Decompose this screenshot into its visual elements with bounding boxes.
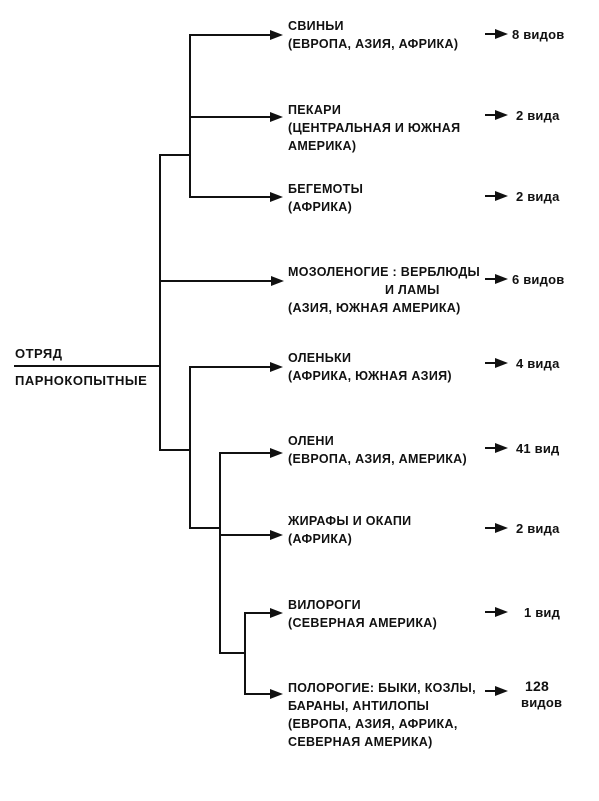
group-camels-line2: И ЛАМЫ [385,283,440,297]
group-hippos-count: 2 вида [516,189,560,204]
group-hippos-line2: (АФРИКА) [288,200,353,214]
count-arrow-hippos [485,191,508,201]
count-arrow-chevrotains [485,358,508,368]
group-bovids-line4: СЕВЕРНАЯ АМЕРИКА) [288,735,433,749]
group-chevrotains-line1: ОЛЕНЬКИ [288,351,352,365]
leaf-arrow-bovids [245,689,283,699]
leaf-arrow-peccaries-head [270,112,283,122]
count-arrow-camels-head [495,274,508,284]
leaf-arrow-chevrotains [190,362,283,372]
leaf-arrow-deer [220,448,283,458]
count-arrow-giraffes-head [495,523,508,533]
leaf-arrow-camels-head [271,276,284,286]
leaf-arrow-hippos-head [270,192,283,202]
count-arrow-deer-head [495,443,508,453]
group-giraffes-count: 2 вида [516,521,560,536]
group-pigs-line2: (ЕВРОПА, АЗИЯ, АФРИКА) [288,37,459,51]
count-arrow-bovids-head [495,686,508,696]
leaf-arrow-pigs [190,30,283,40]
group-pronghorns-count: 1 вид [524,605,561,620]
group-giraffes-line2: (АФРИКА) [288,532,353,546]
group-peccaries-line2: (ЦЕНТРАЛЬНАЯ И ЮЖНАЯ [288,121,461,135]
count-arrow-giraffes [485,523,508,533]
group-hippos-line1: БЕГЕМОТЫ [288,182,364,196]
leaf-arrows [160,30,284,699]
group-bovids-line2: БАРАНЫ, АНТИЛОПЫ [288,699,430,713]
count-arrow-hippos-head [495,191,508,201]
count-arrow-bovids [485,686,508,696]
count-arrow-peccaries-head [495,110,508,120]
group-chevrotains-count: 4 вида [516,356,560,371]
leaf-arrow-bovids-head [270,689,283,699]
leaf-arrow-giraffes-head [270,530,283,540]
group-pigs-line1: СВИНЬИ [288,19,344,33]
group-deer-line1: ОЛЕНИ [288,434,335,448]
group-bovids-count-number: 128 [525,678,549,694]
group-pronghorns-line1: ВИЛОРОГИ [288,598,361,612]
group-deer-count: 41 вид [516,441,560,456]
count-arrow-pronghorns-head [495,607,508,617]
count-arrow-camels [485,274,508,284]
leaf-arrow-giraffes [220,530,283,540]
group-deer-line2: (ЕВРОПА, АЗИЯ, АМЕРИКА) [288,452,467,466]
root-label-line2: ПАРНОКОПЫТНЫЕ [15,373,148,388]
group-camels-line3: (АЗИЯ, ЮЖНАЯ АМЕРИКА) [288,301,461,315]
leaf-arrow-pronghorns [245,608,283,618]
group-chevrotains-line2: (АФРИКА, ЮЖНАЯ АЗИЯ) [288,369,452,383]
group-giraffes-line1: ЖИРАФЫ И ОКАПИ [288,514,412,528]
group-peccaries-count: 2 вида [516,108,560,123]
group-peccaries-line3: АМЕРИКА) [288,139,357,153]
group-bovids-count-unit: видов [521,695,563,710]
leaf-arrow-camels [160,276,284,286]
leaf-arrow-deer-head [270,448,283,458]
group-pronghorns-line2: (СЕВЕРНАЯ АМЕРИКА) [288,616,438,630]
group-camels-line1: МОЗОЛЕНОГИЕ : ВЕРБЛЮДЫ [288,265,481,279]
count-arrows [485,29,508,696]
root-label-line1: ОТРЯД [15,346,63,361]
group-peccaries-line1: ПЕКАРИ [288,103,342,117]
count-arrow-chevrotains-head [495,358,508,368]
count-arrow-pigs [485,29,508,39]
count-arrow-deer [485,443,508,453]
leaf-arrow-hippos [190,192,283,202]
group-camels-count: 6 видов [512,272,565,287]
leaf-arrow-chevrotains-head [270,362,283,372]
count-arrow-pronghorns [485,607,508,617]
group-bovids-line1: ПОЛОРОГИЕ: БЫКИ, КОЗЛЫ, [288,681,476,695]
leaf-arrow-pigs-head [270,30,283,40]
leaf-arrow-pronghorns-head [270,608,283,618]
group-pigs-count: 8 видов [512,27,565,42]
group-bovids-line3: (ЕВРОПА, АЗИЯ, АФРИКА, [288,717,458,731]
count-arrow-peccaries [485,110,508,120]
count-arrow-pigs-head [495,29,508,39]
leaf-arrow-peccaries [190,112,283,122]
